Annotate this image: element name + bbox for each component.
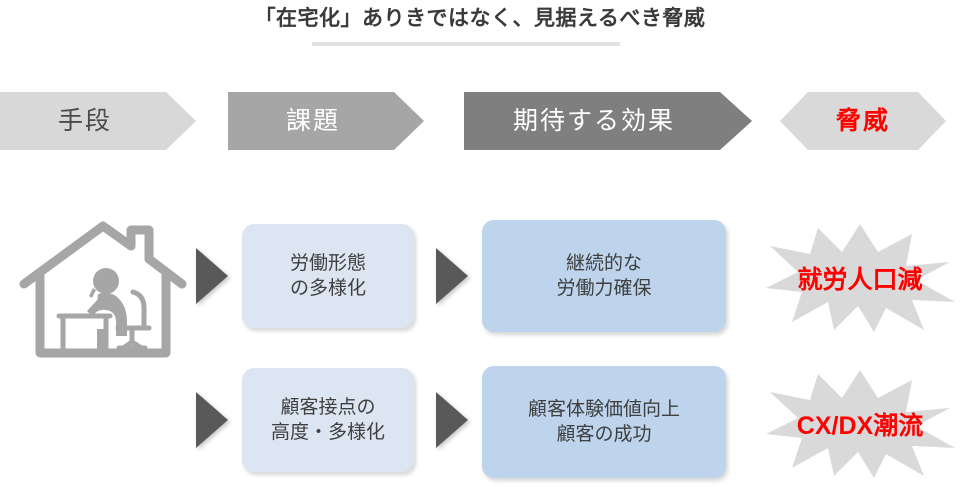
page-title: 「在宅化」ありきではなく、見据えるべき脅威 bbox=[254, 7, 706, 30]
arrow-icon-row1-issue-to-effect bbox=[436, 248, 468, 304]
title-underline-rule bbox=[312, 42, 620, 46]
issue-box-row2-line1: 顧客接点の bbox=[280, 396, 376, 418]
header-chevron-means-label: 手段 bbox=[57, 106, 112, 135]
issue-box-row1-line2: の多様化 bbox=[289, 278, 366, 299]
header-chevron-expected-effects-label: 期待する効果 bbox=[512, 106, 675, 135]
effect-box-row1-line1: 継続的な bbox=[565, 252, 642, 274]
work-from-home-house-icon bbox=[18, 218, 188, 358]
header-chevron-issues-label: 課題 bbox=[285, 106, 340, 135]
issue-box-row2-line2: 高度・多様化 bbox=[270, 422, 385, 443]
arrow-icon-row1-means-to-issue bbox=[196, 248, 228, 304]
effect-box-row2-line1: 顧客体験価値向上 bbox=[527, 398, 680, 420]
issue-box-row1-line1: 労働形態 bbox=[289, 252, 366, 274]
effect-box-row2-text: 顧客体験価値向上顧客の成功 bbox=[528, 397, 680, 447]
header-chevron-threats-label: 脅威 bbox=[835, 106, 890, 135]
issue-box-row1-text: 労働形態の多様化 bbox=[290, 251, 366, 301]
header-chevron-expected-effects: 期待する効果 bbox=[464, 92, 752, 150]
effect-box-row2: 顧客体験価値向上顧客の成功 bbox=[482, 366, 726, 478]
header-chevron-issues: 課題 bbox=[228, 92, 424, 150]
issue-box-row2: 顧客接点の高度・多様化 bbox=[242, 368, 414, 472]
issue-box-row1: 労働形態の多様化 bbox=[242, 224, 414, 328]
threat-burst-row2: CX/DX潮流 bbox=[762, 368, 958, 480]
effect-box-row1: 継続的な労働力確保 bbox=[482, 220, 726, 332]
arrow-icon-row2-issue-to-effect bbox=[436, 392, 468, 448]
effect-box-row1-text: 継続的な労働力確保 bbox=[556, 251, 651, 301]
threat-burst-row2-label: CX/DX潮流 bbox=[796, 412, 924, 440]
header-chevron-means: 手段 bbox=[0, 92, 196, 150]
header-chevron-threats: 脅威 bbox=[780, 92, 946, 150]
effect-box-row2-line2: 顧客の成功 bbox=[556, 424, 652, 445]
arrow-icon-row2-means-to-issue bbox=[196, 392, 228, 448]
threat-burst-row1-label: 就労人口減 bbox=[797, 266, 923, 294]
issue-box-row2-text: 顧客接点の高度・多様化 bbox=[271, 395, 385, 445]
effect-box-row1-line2: 労働力確保 bbox=[556, 278, 652, 299]
threat-burst-row1: 就労人口減 bbox=[762, 222, 958, 334]
